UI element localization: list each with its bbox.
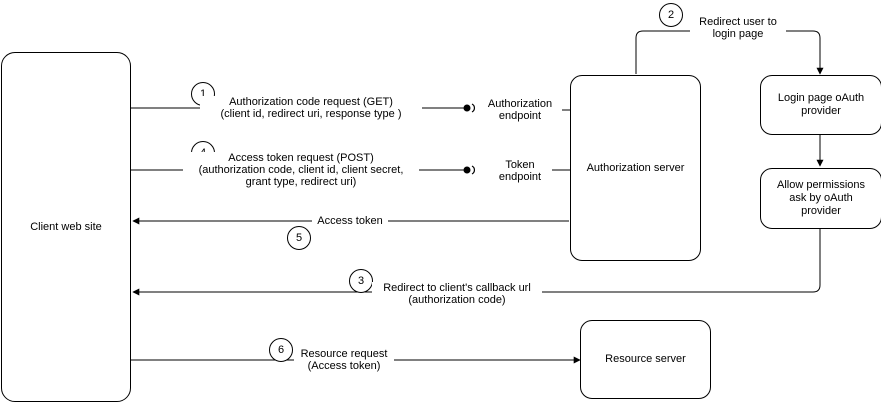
step-6-label: Resource request (Access token): [294, 348, 394, 372]
authorization-endpoint-label: Authorization endpoint: [478, 98, 562, 122]
token-port-dot: [463, 166, 471, 174]
authorization-server-label: Authorization server: [586, 161, 685, 174]
resource-server-label: Resource server: [605, 353, 686, 365]
step-2-badge: 2: [659, 3, 683, 27]
token-endpoint-label: Token endpoint: [488, 159, 552, 183]
step-3-arrow: [132, 229, 821, 296]
step-5-badge: 5: [287, 226, 311, 250]
authorization-port-socket: [471, 103, 476, 113]
login-page-label: Login page oAuth provider: [777, 92, 865, 117]
client-web-site-node: Client web site: [1, 52, 131, 402]
client-web-site-label: Client web site: [30, 220, 102, 233]
resource-server-node: Resource server: [580, 320, 711, 399]
step-2-label: Redirect user to login page: [690, 16, 786, 40]
authorization-server-node: Authorization server: [570, 75, 701, 261]
step-6-badge: 6: [269, 338, 293, 362]
step-3-label: Redirect to client's callback url (autho…: [372, 282, 542, 306]
login-page-node: Login page oAuth provider: [760, 75, 881, 135]
authorization-port-dot: [463, 104, 471, 112]
token-port-socket: [471, 165, 476, 175]
step-5-label: Access token: [312, 215, 388, 227]
step-3-badge: 3: [349, 269, 373, 293]
allow-permissions-node: Allow permissions ask by oAuth provider: [760, 168, 881, 229]
step-4-label: Access token request (POST) (authorizati…: [183, 152, 419, 188]
allow-permissions-label: Allow permissions ask by oAuth provider: [776, 179, 866, 217]
step-1-label: Authorization code request (GET) (client…: [200, 96, 422, 120]
